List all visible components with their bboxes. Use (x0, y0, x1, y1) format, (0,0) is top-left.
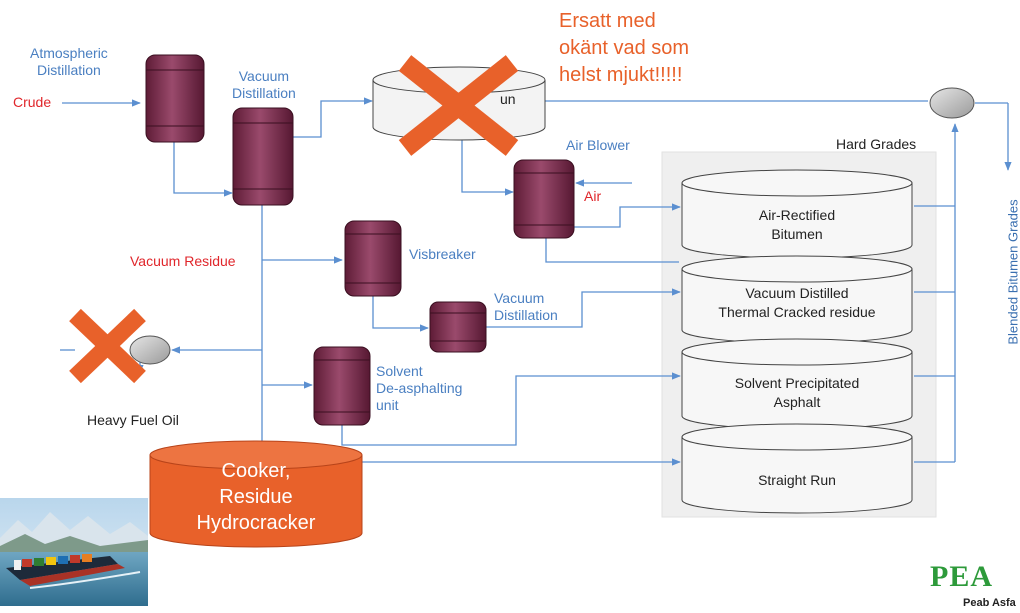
vacuum-distillation-mid-label: Vacuum Distillation (494, 290, 558, 323)
fuel-mixer-icon (129, 335, 171, 365)
grade-label-straight-run: Straight Run (758, 472, 836, 488)
grade-tank-straight-run (681, 423, 913, 514)
solvent-deasphalting-label: Solvent De-asphalting unit (376, 363, 463, 413)
container-ship-image (0, 498, 148, 606)
heavy-fuel-oil-label: Heavy Fuel Oil (87, 412, 179, 428)
grade-label-solvent-precipitated: Solvent Precipitated Asphalt (734, 375, 860, 410)
vacuum-residue-label: Vacuum Residue (130, 253, 236, 269)
cross-out-icon (69, 308, 146, 384)
atmospheric-distillation-vessel (145, 54, 205, 143)
vacuum-distillation-label: Vacuum Distillation (232, 68, 296, 101)
visbreaker-label: Visbreaker (409, 246, 476, 262)
air-blower-label: Air Blower (566, 137, 630, 153)
grade-label-air-rectified: Air-Rectified Bitumen (758, 207, 836, 242)
grade-tank-air-rectified (681, 169, 913, 259)
flow-lines (60, 97, 1012, 466)
crude-label: Crude (13, 94, 52, 110)
logo-subtitle: Peab Asfa (963, 597, 1016, 609)
vacuum-distillation-vessel (232, 107, 294, 206)
blended-bitumen-grades-label: Blended Bitumen Grades (1005, 199, 1020, 345)
logo-mark: PEA (930, 560, 993, 593)
grade-tank-solvent-precipitated (681, 338, 913, 430)
grade-tank-vacuum-distilled (681, 255, 913, 344)
cross-out-icon (398, 55, 519, 156)
visbreaker-vessel (344, 220, 402, 297)
replacement-note: Ersatt med okänt vad som helst mjukt!!!!… (559, 10, 690, 86)
peab-logo: PEA Peab Asfa (930, 560, 1020, 613)
grade-label-vacuum-distilled: Vacuum Distilled Thermal Cracked residue (718, 285, 876, 320)
blend-mixer-icon (929, 87, 975, 119)
hard-grades-label: Hard Grades (836, 136, 917, 152)
atmospheric-distillation-label: Atmospheric Distillation (30, 45, 108, 78)
straight-run-tank-label: un (500, 91, 516, 107)
cooker-label: Cooker, Residue Hydrocracker (196, 460, 316, 534)
vacuum-distillation-small-vessel (429, 301, 487, 353)
air-blower-vessel (513, 159, 575, 239)
solvent-deasphalting-vessel (313, 346, 371, 426)
cooker-residue-hydrocracker-cylinder (149, 440, 363, 548)
air-label: Air (584, 188, 602, 204)
